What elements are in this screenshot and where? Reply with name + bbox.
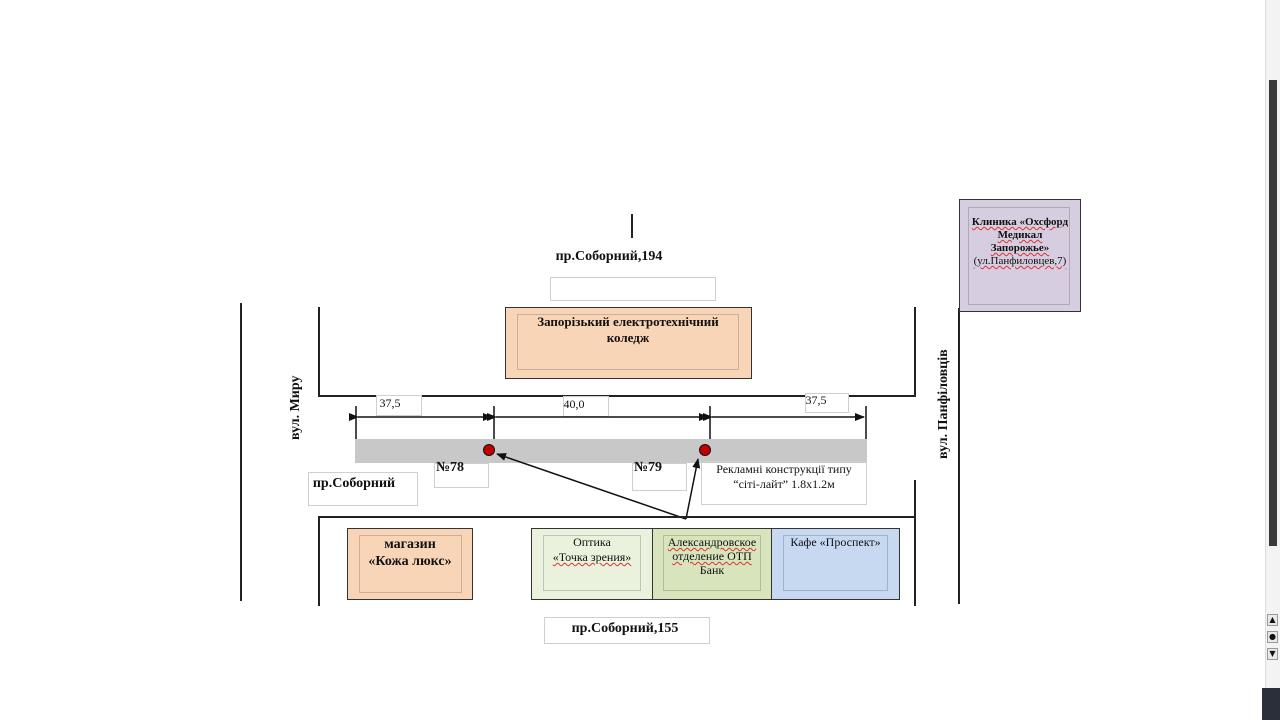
legend-line1: Рекламні конструкції типу xyxy=(716,462,852,476)
shop-label-line1: магазин xyxy=(384,537,436,552)
scroll-select-browse-button[interactable]: ● xyxy=(1267,631,1278,643)
north-tick xyxy=(631,214,633,238)
clinic-building[interactable] xyxy=(959,199,1081,312)
bank-building[interactable] xyxy=(652,528,772,600)
pointer-arrow-to-78 xyxy=(496,453,687,520)
top-address-label: пр.Соборний,194 xyxy=(555,249,663,264)
scrollbar-track-dark xyxy=(1269,80,1277,546)
left-street-edge-outer xyxy=(240,303,242,601)
shop-label-line2: «Кожа люкс» xyxy=(368,554,452,569)
clinic-inner-frame xyxy=(968,207,1070,305)
legend-frame xyxy=(701,461,867,505)
bank-label-line2: отделение ОТП xyxy=(672,549,752,563)
college-building[interactable] xyxy=(505,307,752,379)
marker-79-frame xyxy=(632,463,687,491)
legend-line2: “сіті-лайт” 1.8х1.2м xyxy=(733,477,835,491)
cafe-building[interactable] xyxy=(771,528,900,600)
college-label: Запорізький електротехнічний коледж xyxy=(537,314,719,345)
right-street-edge xyxy=(958,308,960,604)
scroll-page-down-button[interactable]: ▼ xyxy=(1267,648,1278,660)
bottom-address-frame xyxy=(544,617,710,644)
clinic-address: (ул.Панфиловцев,7) xyxy=(973,255,1067,267)
college-inner-frame xyxy=(517,314,739,370)
vertical-scrollbar[interactable]: ▲ ● ▼ xyxy=(1265,0,1280,720)
avenue-label: пр.Соборний xyxy=(312,476,396,491)
dimension-middle-label: 40,0 xyxy=(563,397,585,411)
scroll-page-up-button[interactable]: ▲ xyxy=(1267,614,1278,626)
bank-label-line1: Александровское xyxy=(667,535,757,549)
billboard-79-marker xyxy=(699,444,711,456)
bottom-address-label: пр.Соборний,155 xyxy=(571,621,679,636)
shop-inner-frame xyxy=(359,535,462,593)
avenue-frame xyxy=(308,472,418,506)
dimension-right-frame xyxy=(805,393,849,413)
top-address-frame xyxy=(550,277,716,301)
clinic-name-line3: Запорожье» xyxy=(990,242,1050,254)
marker-79-label: №79 xyxy=(633,460,663,475)
dimension-left-label: 37,5 xyxy=(379,396,401,410)
block-north-bottom-wall xyxy=(318,395,916,397)
marker-78-label: №78 xyxy=(435,460,465,475)
block-south-left-wall xyxy=(318,516,320,606)
cafe-label: Кафе «Проспект» xyxy=(790,535,881,549)
pointer-arrow-to-79 xyxy=(685,458,701,520)
right-block-short-line xyxy=(914,480,916,606)
clinic-name-line1: Клиника «Охсфорд xyxy=(971,216,1069,228)
road-strip xyxy=(355,439,867,463)
cafe-inner-frame xyxy=(783,535,888,591)
block-north-right-wall xyxy=(914,307,916,397)
bank-label-line3: Банк xyxy=(699,563,725,577)
optics-label-line1: Оптика xyxy=(573,535,611,549)
optics-inner-frame xyxy=(543,535,641,591)
dimension-right-label: 37,5 xyxy=(805,393,827,407)
shop-building[interactable] xyxy=(347,528,473,600)
optics-building[interactable] xyxy=(531,528,653,600)
block-south-top-wall xyxy=(318,516,916,518)
bank-inner-frame xyxy=(663,535,761,591)
clinic-name-line2: Медикал xyxy=(997,229,1043,241)
window-bottom-edge xyxy=(1262,688,1280,720)
billboard-78-marker xyxy=(483,444,495,456)
marker-78-frame xyxy=(434,463,489,488)
block-north-left-wall xyxy=(318,307,320,397)
optics-label-line2: «Точка зрения» xyxy=(552,550,632,564)
